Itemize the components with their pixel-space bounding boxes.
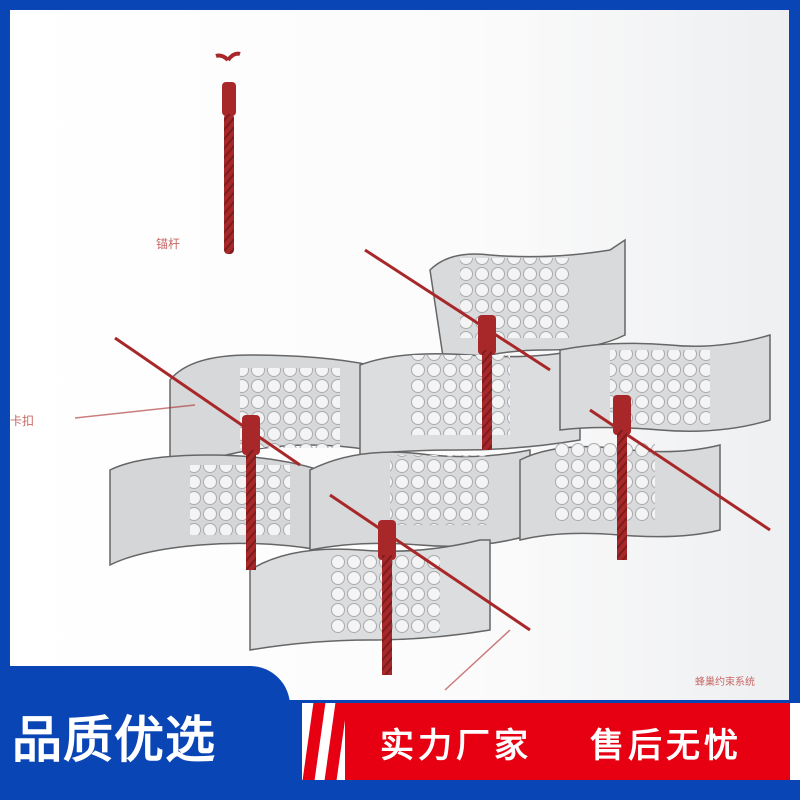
geocell-illustration	[74, 51, 771, 691]
product-diagram: 锚杆 卡扣 蜂巢约束系统	[10, 10, 789, 700]
slogan-after-sales: 售后无忧	[590, 726, 742, 766]
slogan-strength: 实力厂家	[380, 726, 532, 766]
anchor-rods-installed	[242, 315, 631, 675]
anchor-rod-sample	[215, 51, 241, 254]
hole-grids	[190, 258, 710, 635]
quality-banner	[0, 666, 290, 800]
slogan-banner	[345, 703, 790, 780]
tendons	[74, 248, 771, 691]
quality-title: 品质优选	[12, 711, 216, 769]
connector-label: 卡扣	[10, 414, 35, 428]
system-label: 蜂巢约束系统	[695, 677, 755, 688]
anchor-label: 锚杆	[156, 237, 181, 251]
